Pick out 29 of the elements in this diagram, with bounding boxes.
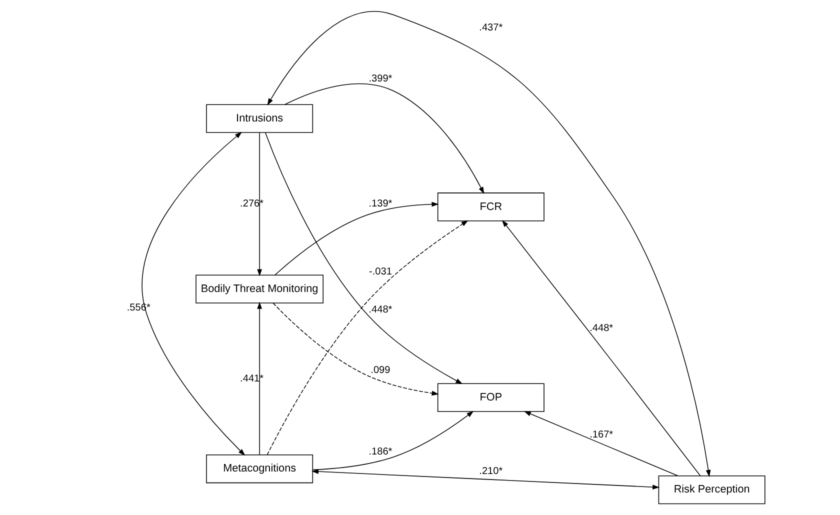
arrow — [274, 202, 439, 276]
edge-label: .099 — [370, 365, 390, 376]
edge-label: .167* — [590, 429, 614, 440]
arrow — [312, 411, 474, 470]
edge-label: -.031 — [369, 266, 392, 278]
node-box: Metacognitions — [206, 454, 314, 484]
arrow — [272, 302, 439, 396]
arrow — [257, 302, 262, 456]
edge-label: .437* — [479, 22, 503, 34]
arrow — [524, 411, 678, 476]
node-box: FCR — [437, 192, 544, 222]
arrow — [264, 132, 463, 384]
node-box: Risk Perception — [658, 475, 766, 504]
arrow — [257, 132, 262, 276]
edge-label: .448* — [590, 323, 614, 334]
edge-label: .139* — [368, 198, 392, 210]
arrow — [284, 83, 484, 194]
arrow — [267, 11, 711, 477]
arrow — [312, 469, 660, 490]
edge-label: .186* — [368, 446, 392, 458]
node-box: Intrusions — [206, 104, 314, 133]
edge-label: .448* — [368, 304, 392, 316]
node-box: Bodily Threat Monitoring — [196, 274, 324, 304]
arrow — [266, 220, 468, 456]
edge-label: .210* — [479, 466, 503, 477]
edge-label: .399* — [368, 74, 392, 85]
arrow — [502, 220, 701, 476]
node-box: FOP — [437, 383, 544, 412]
arrow — [142, 132, 246, 456]
